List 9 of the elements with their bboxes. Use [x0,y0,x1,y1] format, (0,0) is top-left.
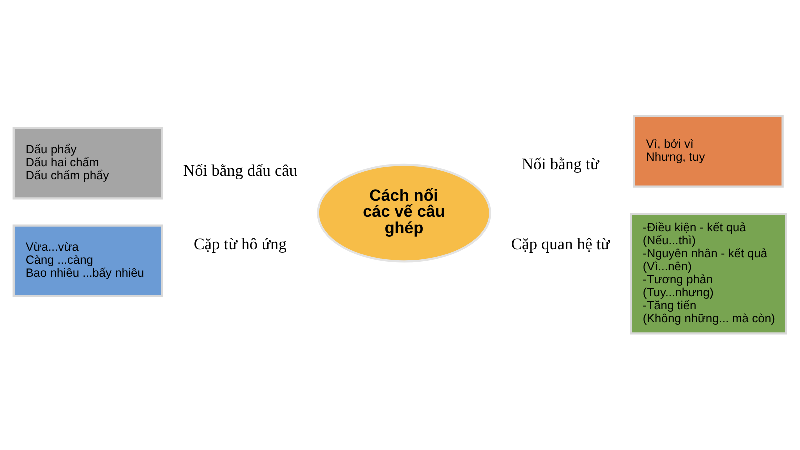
node-box: Dấu phẩy Dấu hai chấm Dấu chấm phẩy [12,127,164,200]
label: Cặp quan hệ từ [511,236,610,254]
label: Nối bằng từ [522,155,600,174]
label: Cặp từ hô ứng [194,236,287,254]
label: Nối bằng dấu câu [183,162,298,180]
node-ellipse: Cách nối các vế câu ghép [317,164,492,263]
node-box: Vì, bởi vì Nhưng, tuy [633,115,784,188]
node-box: -Điều kiện - kết quả (Nếu...thì) -Nguyên nhân - kết quả (Vì...nên) -Tương phản (Tuy...nhưng) -Tăng tiến (Không những... mà còn) [630,213,788,335]
node-box: Vừa...vừa Càng ...càng Bao nhiêu ...bấy nhiêu [12,224,164,298]
